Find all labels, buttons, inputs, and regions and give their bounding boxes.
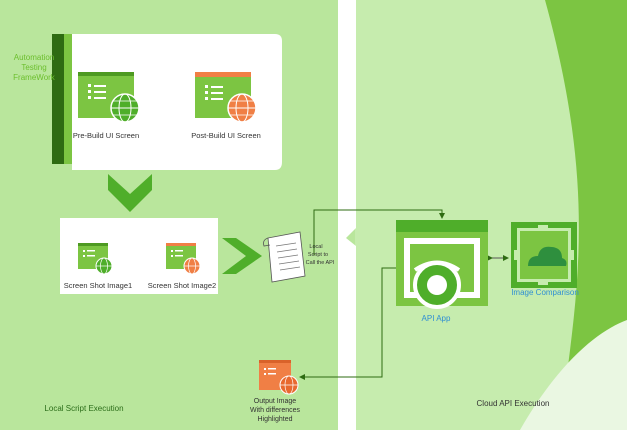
api-to-output-connector: [299, 267, 398, 380]
script-label-line2: Script to: [308, 252, 328, 258]
screenshot-image1-label: Screen Shot Image1: [64, 281, 132, 290]
image-comparison-label: Image Comparison: [511, 288, 579, 297]
image-comparison-icon: [511, 222, 577, 288]
cloud-background: [355, 0, 627, 430]
script-to-api-connector: [313, 209, 445, 255]
pre-build-label: Pre-Build UI Screen: [73, 131, 139, 140]
output-label-line1: Output Image: [254, 398, 297, 405]
pre-build-screen-icon: [78, 72, 140, 123]
api-app-label: API App: [422, 314, 451, 323]
framework-box-green-edge: [64, 34, 72, 164]
cloud-accent-wave: [545, 0, 627, 430]
down-chevron-icon: [108, 174, 152, 212]
output-label-line2: With differences: [250, 407, 301, 414]
framework-box: [72, 34, 282, 170]
screenshot-image2-label: Screen Shot Image2: [148, 281, 216, 290]
framework-box-dark-edge: [52, 34, 64, 164]
cloud-light-corner: [520, 320, 627, 430]
script-label-line3: Call the API: [306, 260, 335, 266]
screenshot-image1-icon: [78, 243, 113, 275]
api-app-icon: [396, 220, 488, 309]
output-image-icon: [259, 360, 299, 395]
framework-label-line2: Testing: [21, 63, 46, 72]
script-scroll-icon: [263, 231, 306, 283]
script-label-line1: Local: [309, 244, 322, 250]
screenshot-image2-icon: [166, 243, 201, 275]
right-chevron-icon: [222, 238, 262, 274]
framework-label-line3: FrameWork: [13, 73, 56, 82]
framework-label-line1: Automation: [14, 53, 54, 62]
post-build-label: Post-Build UI Screen: [191, 131, 261, 140]
cloud-section-label: Cloud API Execution: [477, 399, 550, 408]
section-divider: [338, 0, 356, 430]
local-section-label: Local Script Execution: [44, 404, 123, 413]
post-build-screen-icon: [195, 72, 257, 123]
output-label-line3: Highlighted: [257, 416, 292, 423]
